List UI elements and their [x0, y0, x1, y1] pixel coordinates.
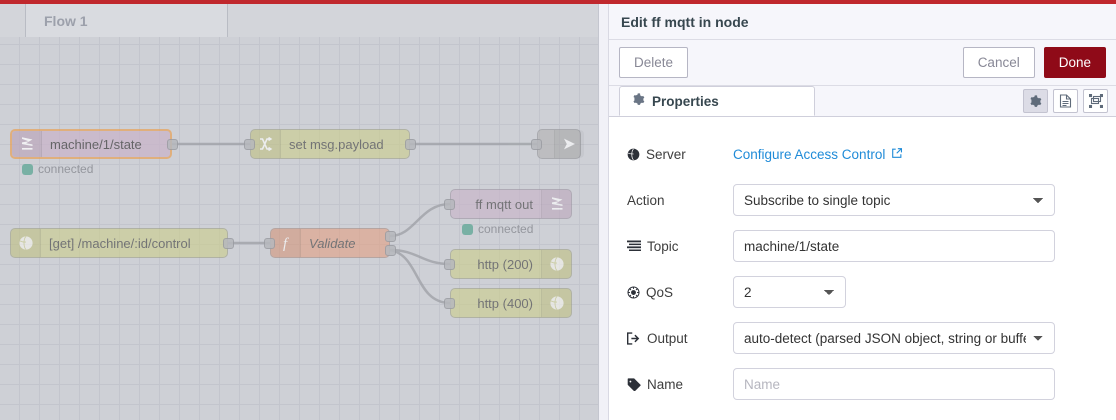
globe-icon	[541, 289, 571, 317]
qos-label-text: QoS	[646, 284, 674, 300]
action-label: Action	[627, 193, 733, 208]
form-row-topic: Topic	[627, 223, 1100, 269]
output-label-text: Output	[647, 330, 688, 346]
form-row-qos: QoS 012	[627, 269, 1100, 315]
status-dot-icon	[22, 163, 33, 175]
form-row-server: Server Configure Access Control	[627, 131, 1100, 177]
flow-canvas[interactable]: machine/1/state connected set msg.payload […	[0, 37, 598, 420]
edit-panel-header: Edit ff mqtt in node	[609, 4, 1116, 40]
done-button[interactable]: Done	[1043, 47, 1106, 78]
flow-workspace: Flow 1	[0, 4, 598, 420]
server-label: Server	[627, 147, 733, 162]
qos-label: QoS	[627, 285, 733, 300]
flow-node-input-port[interactable]	[444, 199, 455, 210]
configure-access-control-text: Configure Access Control	[733, 146, 886, 162]
tag-icon	[627, 377, 641, 391]
gear-icon	[632, 93, 645, 109]
tab-properties-label: Properties	[652, 93, 719, 109]
flow-node-label: ff mqtt out	[475, 196, 533, 212]
form-row-action: Action Subscribe to single topicSubscrib…	[627, 177, 1100, 223]
action-label-text: Action	[627, 192, 665, 208]
flow-node-mqtt-out[interactable]: ff mqtt out	[450, 189, 572, 219]
flow-node-debug[interactable]	[537, 129, 581, 159]
panel-resize-divider[interactable]	[598, 4, 608, 420]
configure-access-control-link[interactable]: Configure Access Control	[733, 147, 903, 162]
flow-wires	[172, 142, 537, 305]
flow-node-output-port[interactable]	[385, 245, 396, 256]
svg-text:f: f	[283, 236, 289, 251]
topic-label: Topic	[627, 239, 733, 254]
edit-panel-toolbar: Delete Cancel Done	[609, 40, 1116, 86]
flow-tab-label: Flow 1	[44, 12, 88, 29]
edit-node-panel: Edit ff mqtt in node Delete Cancel Done …	[608, 4, 1116, 420]
sign-out-icon	[627, 331, 641, 345]
external-link-icon	[891, 147, 903, 162]
flow-node-input-port[interactable]	[531, 139, 542, 150]
flow-node-output-port[interactable]	[405, 139, 416, 150]
flow-node-input-port[interactable]	[444, 259, 455, 270]
flow-node-label: Validate	[309, 235, 356, 251]
flow-node-input-port[interactable]	[444, 298, 455, 309]
flow-node-http-in[interactable]: [get] /machine/:id/control	[10, 228, 228, 258]
globe-icon	[627, 148, 640, 161]
name-label: Name	[627, 377, 733, 392]
topic-input[interactable]	[733, 230, 1055, 262]
mqtt-icon	[12, 131, 42, 157]
tab-properties[interactable]: Properties	[619, 86, 815, 116]
status-dot-icon	[462, 223, 473, 235]
flow-node-http-response-200[interactable]: http (200)	[450, 249, 572, 279]
delete-button[interactable]: Delete	[619, 47, 689, 78]
flow-tabbar: Flow 1	[0, 4, 598, 37]
flow-node-status-label: connected	[38, 162, 94, 176]
flow-node-output-port[interactable]	[167, 139, 178, 150]
description-icon-button[interactable]	[1053, 89, 1078, 113]
name-input[interactable]	[733, 368, 1055, 400]
form-row-name: Name	[627, 361, 1100, 407]
flow-node-input-port[interactable]	[244, 139, 255, 150]
topic-label-text: Topic	[647, 238, 679, 254]
function-icon: f	[271, 229, 301, 257]
flow-node-mqtt-in[interactable]: machine/1/state	[10, 129, 172, 159]
flow-node-status: connected	[22, 162, 93, 176]
tasks-icon	[627, 240, 641, 252]
flow-node-label: http (400)	[477, 295, 533, 311]
flow-node-label: set msg.payload	[289, 136, 384, 152]
appearance-icon-button[interactable]	[1083, 89, 1108, 113]
flow-node-status: connected	[462, 222, 533, 236]
flow-node-label: machine/1/state	[50, 136, 142, 152]
node-properties-form: Server Configure Access Control	[609, 117, 1116, 419]
flow-node-label: [get] /machine/:id/control	[49, 235, 191, 251]
mqtt-icon	[541, 190, 571, 218]
edit-panel-title: Edit ff mqtt in node	[621, 13, 749, 30]
server-label-text: Server	[646, 146, 686, 162]
flow-node-change[interactable]: set msg.payload	[250, 129, 410, 159]
globe-icon	[541, 250, 571, 278]
debug-icon	[554, 130, 584, 158]
output-select[interactable]: auto-detect (parsed JSON object, string …	[733, 322, 1055, 354]
globe-icon	[11, 229, 41, 257]
app-top-accent-bar	[0, 0, 1116, 4]
form-row-output: Output auto-detect (parsed JSON object, …	[627, 315, 1100, 361]
cancel-button[interactable]: Cancel	[962, 47, 1035, 78]
qos-select[interactable]: 012	[733, 276, 846, 308]
flow-node-http-response-400[interactable]: http (400)	[450, 288, 572, 318]
flow-node-function[interactable]: f Validate	[270, 228, 390, 258]
change-icon	[251, 130, 281, 158]
flow-node-output-port[interactable]	[223, 238, 234, 249]
flow-node-input-port[interactable]	[264, 238, 275, 249]
flow-node-status-label: connected	[478, 222, 534, 236]
edit-panel-tabstrip: Properties	[609, 86, 1116, 117]
output-label: Output	[627, 331, 733, 346]
name-label-text: Name	[647, 376, 684, 392]
edit-panel-tab-icons	[1023, 89, 1108, 113]
flow-tab-flow-1[interactable]: Flow 1	[25, 4, 228, 37]
action-select[interactable]: Subscribe to single topicSubscribe to mu…	[733, 184, 1055, 216]
gear-icon-button[interactable]	[1023, 89, 1048, 113]
flow-node-label: http (200)	[477, 256, 533, 272]
flow-node-output-port[interactable]	[385, 231, 396, 242]
asterisk-icon	[627, 285, 640, 299]
